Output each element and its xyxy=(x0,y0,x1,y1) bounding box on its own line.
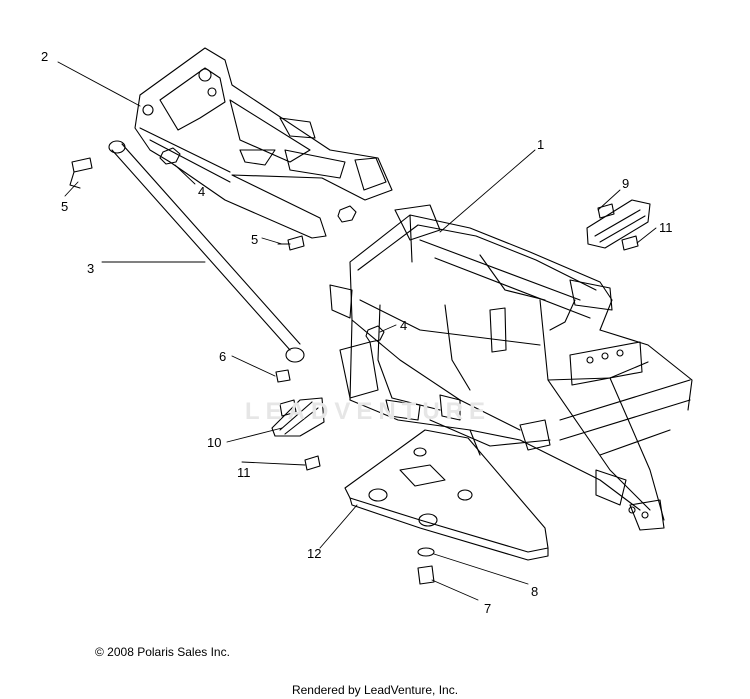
watermark: LEADVENTURE xyxy=(245,398,492,425)
callout-11: 11 xyxy=(659,220,673,235)
nut-hardware xyxy=(159,147,385,343)
bolt-hardware xyxy=(69,157,639,585)
callout-1: 1 xyxy=(537,137,545,152)
callout-2: 2 xyxy=(41,49,49,64)
footrest-right-part xyxy=(586,199,651,249)
callout-4: 4 xyxy=(198,184,206,199)
callout-11: 11 xyxy=(237,465,251,480)
callout-4: 4 xyxy=(400,318,408,333)
callout-7: 7 xyxy=(484,601,492,616)
callout-5: 5 xyxy=(251,232,259,247)
callout-10: 10 xyxy=(207,435,222,450)
footrest-left-part xyxy=(271,397,325,437)
callout-5: 5 xyxy=(61,199,69,214)
copyright-text: © 2008 Polaris Sales Inc. xyxy=(95,645,230,659)
main-frame-part xyxy=(329,204,693,531)
callout-12: 12 xyxy=(307,546,322,561)
brace-rod-part xyxy=(108,140,305,363)
leader-lines xyxy=(57,61,657,601)
callout-9: 9 xyxy=(622,176,630,191)
callout-3: 3 xyxy=(87,261,95,276)
rendered-by-text: Rendered by LeadVenture, Inc. xyxy=(291,683,459,697)
skid-plate-part xyxy=(344,429,549,561)
callout-8: 8 xyxy=(531,584,539,599)
callout-6: 6 xyxy=(219,349,227,364)
rear-subframe-part xyxy=(134,47,393,239)
